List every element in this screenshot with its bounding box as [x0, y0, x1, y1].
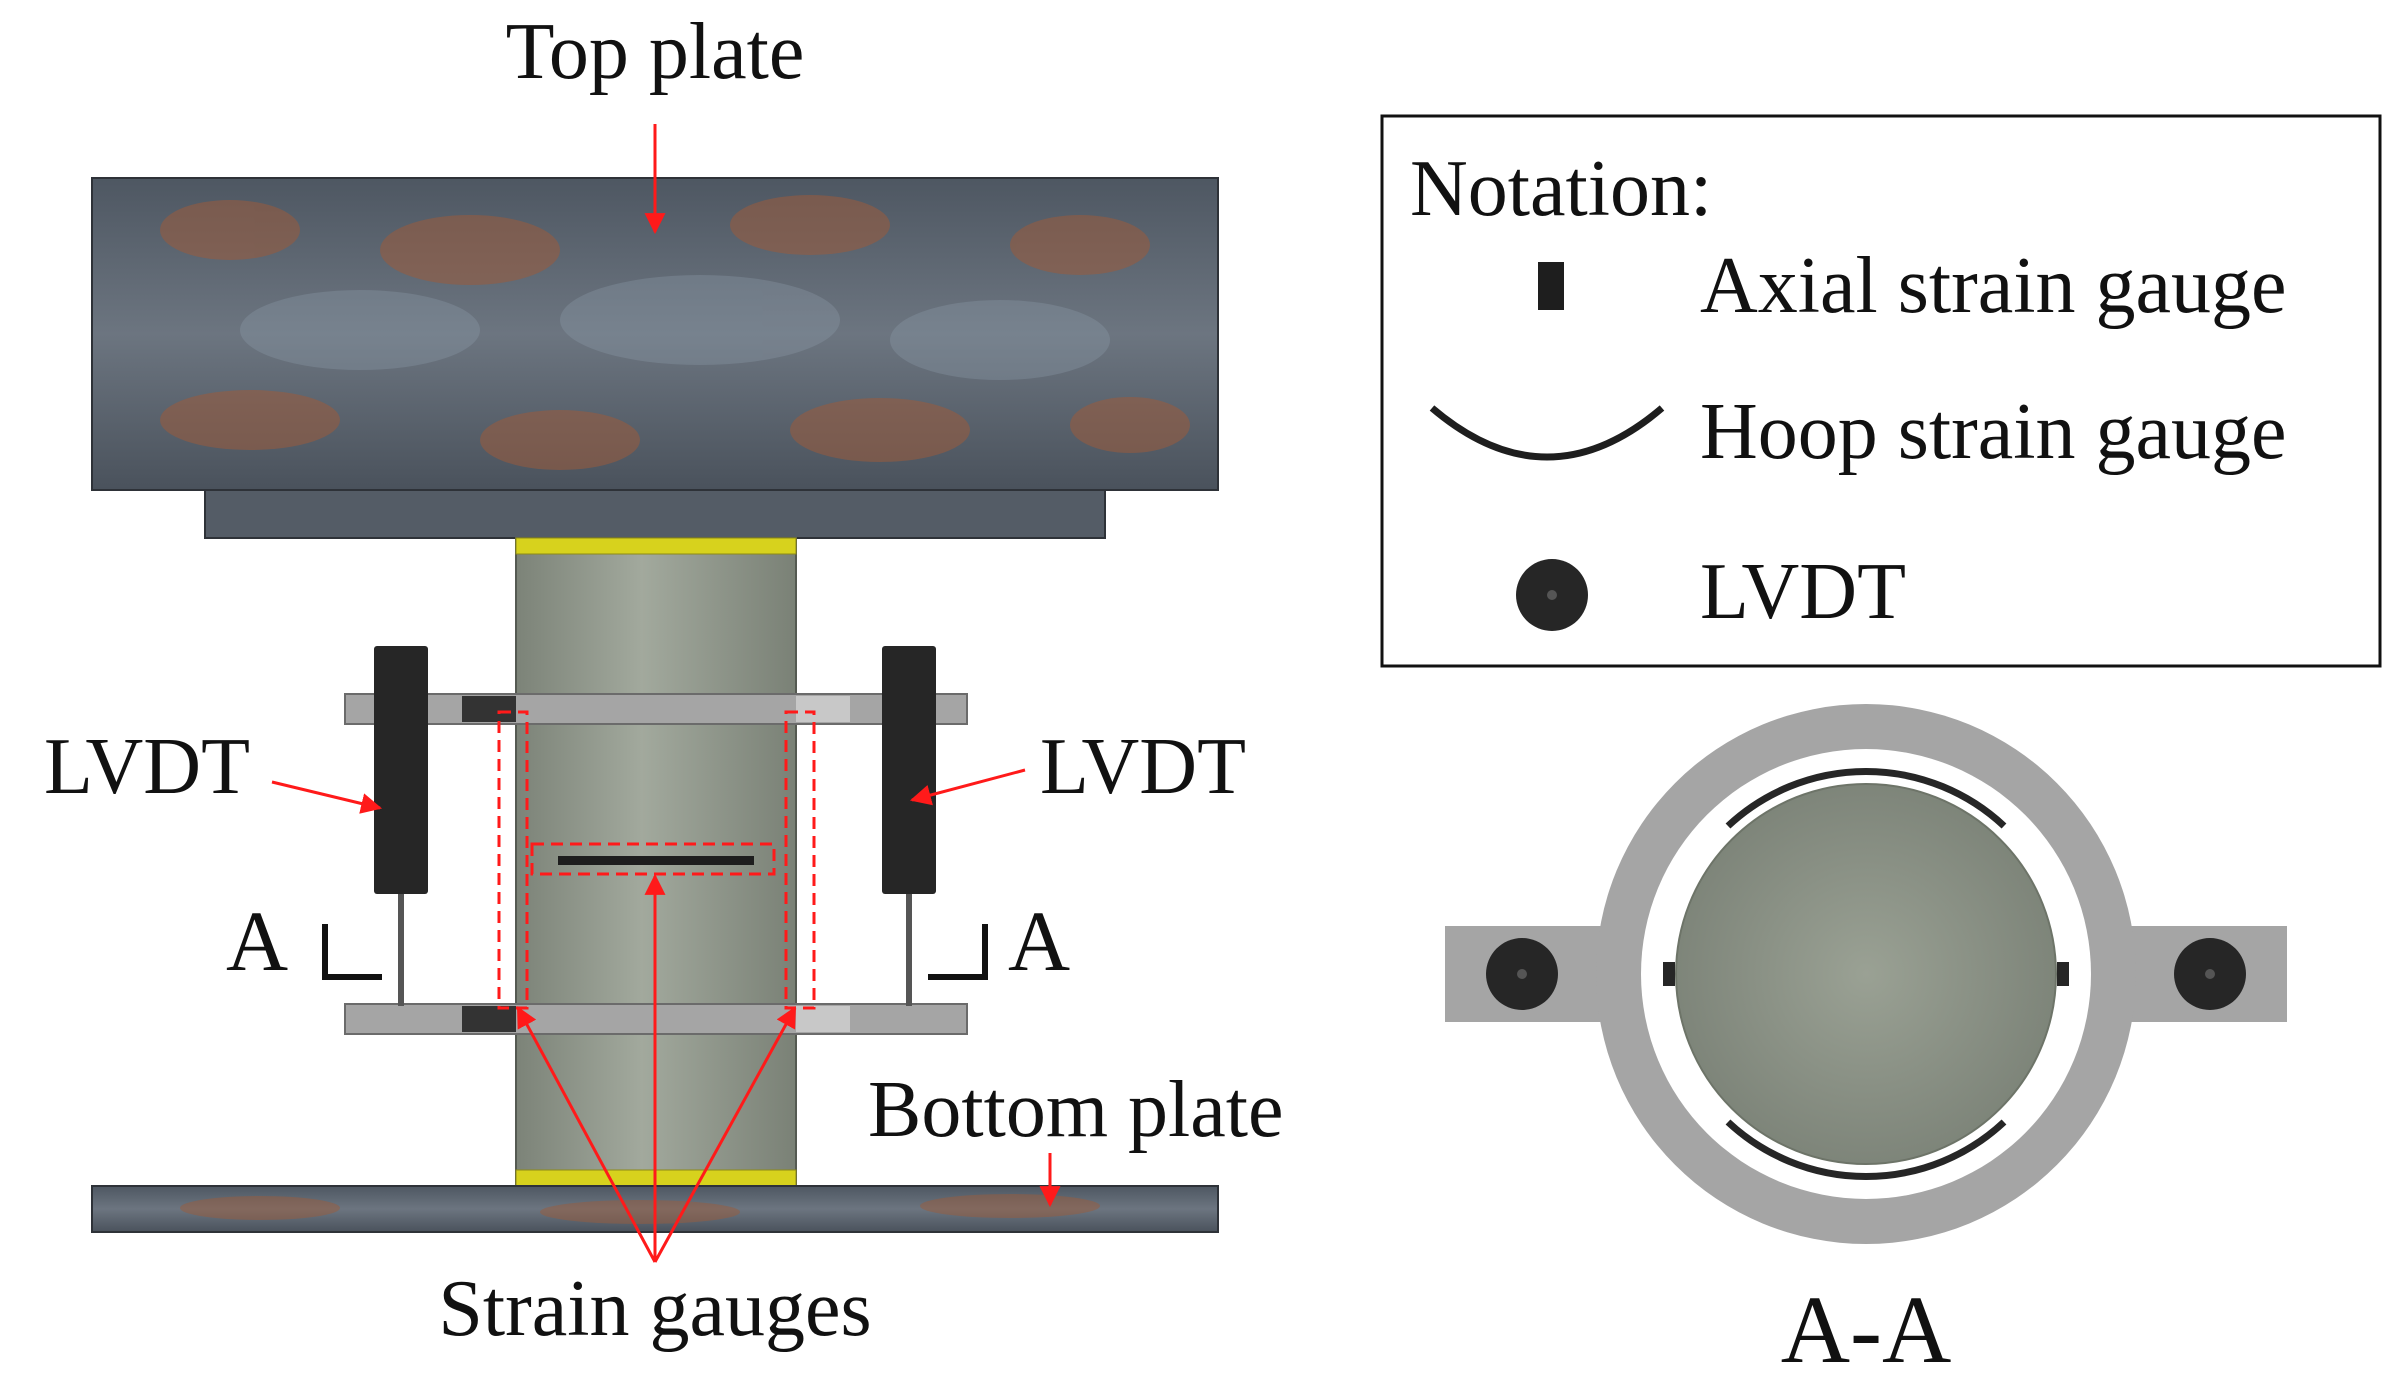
- label-strain-gauges: Strain gauges: [438, 1265, 871, 1353]
- lvdt-symbol: [1516, 559, 1588, 631]
- label-lvdt-right: LVDT: [1040, 723, 1246, 811]
- arrow-gauge-left: [516, 1006, 657, 1263]
- annotation-arrows: [271, 124, 1061, 1263]
- notation-legend: Notation: Axial strain gauge Hoop strain…: [1380, 114, 2382, 668]
- axial-strain-gauge: [558, 856, 754, 865]
- arrow-lvdt-right: [909, 768, 1026, 806]
- axial-gauge-left: [1663, 962, 1675, 986]
- lvdt-right: [882, 646, 936, 1006]
- section-lvdt-left: [1486, 938, 1558, 1010]
- section-marker-left: [322, 924, 382, 980]
- axial-strain-gauge-symbol: [1538, 262, 1564, 310]
- section-a-a-view: A-A: [1445, 704, 2287, 1383]
- lvdt-left: [374, 646, 428, 1006]
- label-top-plate: Top plate: [506, 8, 805, 96]
- upper-collar: [344, 693, 968, 725]
- arrow-gauge-right: [653, 1006, 797, 1263]
- hoop-gauge-top: [1725, 768, 2007, 829]
- section-lvdt-right: [2174, 938, 2246, 1010]
- label-section-left: A: [226, 893, 288, 989]
- section-marker-right: [928, 924, 988, 980]
- section-concrete-core: [1675, 783, 2057, 1165]
- legend-label-hoop: Hoop strain gauge: [1700, 388, 2287, 476]
- label-bottom-plate: Bottom plate: [868, 1066, 1284, 1154]
- legend-label-lvdt: LVDT: [1700, 548, 1906, 636]
- axial-gauge-right: [2057, 962, 2069, 986]
- legend-label-axial: Axial strain gauge: [1700, 242, 2286, 330]
- label-section-view: A-A: [1781, 1276, 1952, 1383]
- label-section-right: A: [1008, 893, 1070, 989]
- elevation-view: Top plate LVDT LVDT A A Bottom plate Str…: [44, 8, 1284, 1353]
- label-lvdt-left: LVDT: [44, 723, 250, 811]
- hoop-gauge-bottom: [1725, 1119, 2007, 1180]
- arrow-lvdt-left: [271, 780, 383, 814]
- hoop-strain-gauge-symbol: [1429, 405, 1665, 461]
- strain-gauge-highlights: [497, 710, 816, 1010]
- legend-title: Notation:: [1410, 145, 1712, 233]
